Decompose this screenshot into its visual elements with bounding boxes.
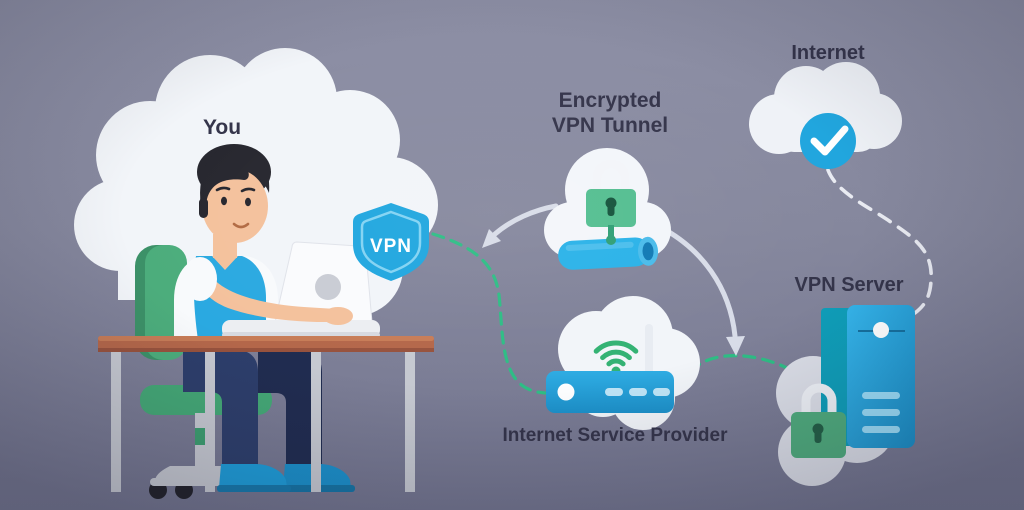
vpn-server-icon bbox=[821, 305, 915, 448]
padlock-stem-dot bbox=[606, 235, 616, 245]
server-vent-1 bbox=[862, 392, 900, 399]
face-shape bbox=[202, 169, 268, 243]
check-badge-circle bbox=[800, 113, 856, 169]
router-dash-2 bbox=[629, 388, 647, 396]
desk-leg-4 bbox=[405, 350, 415, 492]
internet-label: Internet bbox=[791, 42, 865, 64]
desk-leg-1 bbox=[111, 350, 121, 492]
shield-inner-outline bbox=[360, 210, 422, 274]
server-power-led bbox=[873, 322, 889, 338]
isp-group: Internet Service Provider bbox=[503, 296, 729, 446]
laptop-logo bbox=[315, 274, 341, 300]
router-dash-3 bbox=[653, 388, 670, 396]
you-illustration: You bbox=[74, 48, 438, 499]
hair-fringe-shape bbox=[200, 146, 270, 212]
wifi-arc-outer bbox=[593, 340, 639, 354]
desk-leg-2 bbox=[205, 350, 215, 492]
connector-isp-to-server bbox=[674, 354, 789, 385]
eye-right bbox=[245, 197, 251, 207]
padlock-stem bbox=[608, 225, 614, 238]
eyebrow-right bbox=[240, 187, 256, 193]
wifi-arc-inner bbox=[606, 358, 626, 367]
check-badge-icon bbox=[800, 113, 856, 169]
desk-leg-3 bbox=[311, 350, 321, 492]
pipe-highlight bbox=[565, 241, 634, 251]
isp-router-icon bbox=[546, 371, 674, 413]
vpn-badge-label: VPN bbox=[370, 236, 412, 257]
sideburn-shape bbox=[199, 198, 208, 218]
encrypted-tunnel-group: Encrypted VPN Tunnel bbox=[544, 89, 671, 270]
pipe-body bbox=[558, 237, 651, 270]
tunnel-pipe-icon bbox=[558, 236, 659, 270]
internet-group: Internet bbox=[749, 42, 902, 169]
desk bbox=[98, 336, 434, 492]
person-legs bbox=[183, 350, 355, 492]
desk-top-highlight bbox=[98, 336, 434, 341]
collar-shape bbox=[212, 256, 238, 270]
tunnel-label-line2: VPN Tunnel bbox=[552, 114, 668, 137]
connector-internet-to-server bbox=[826, 168, 933, 315]
arrow-tunnel-to-server-head bbox=[726, 336, 745, 356]
isp-label: Internet Service Provider bbox=[503, 425, 729, 446]
server-vent-3 bbox=[862, 426, 900, 433]
eye-left bbox=[221, 196, 227, 206]
arrow-tunnel-to-you bbox=[482, 203, 559, 248]
router-antenna bbox=[645, 324, 653, 376]
check-icon bbox=[810, 125, 849, 156]
server-padlock-shackle bbox=[801, 383, 837, 414]
leg-front bbox=[183, 350, 258, 470]
leg-back bbox=[258, 350, 322, 470]
padlock-keyhole-slot bbox=[607, 204, 615, 216]
tunnel-label-line1: Encrypted bbox=[559, 89, 662, 112]
router-led bbox=[557, 383, 575, 401]
hand-shape bbox=[323, 307, 353, 325]
server-padlock-icon bbox=[791, 383, 846, 458]
vpn-server-label: VPN Server bbox=[795, 274, 904, 296]
shoe-front-sole bbox=[217, 485, 291, 492]
eyebrow-left bbox=[215, 186, 231, 192]
smile-shape bbox=[232, 222, 250, 229]
forearm-shape bbox=[196, 266, 342, 322]
connector-you-to-isp bbox=[431, 232, 547, 395]
server-group: VPN Server bbox=[776, 274, 915, 486]
person-arm bbox=[183, 257, 353, 325]
sleeve-shape bbox=[183, 257, 217, 301]
server-vent-2 bbox=[862, 409, 900, 416]
you-label: You bbox=[203, 116, 241, 139]
arrow-tunnel-to-you-line bbox=[492, 203, 559, 237]
arrow-tunnel-to-you-head bbox=[482, 229, 501, 248]
router-dash-1 bbox=[605, 388, 623, 396]
shoe-front bbox=[219, 464, 287, 488]
pipe-endcap-hole bbox=[642, 242, 654, 261]
chair-base-bar bbox=[150, 478, 240, 486]
server-padlock-keyhole-slot bbox=[814, 430, 822, 443]
padlock-shackle bbox=[592, 159, 630, 191]
arrow-tunnel-to-server bbox=[655, 223, 745, 356]
arrow-tunnel-to-server-line bbox=[655, 223, 738, 339]
vpn-shield-badge: VPN bbox=[353, 203, 429, 281]
wifi-arc-middle bbox=[600, 349, 632, 361]
tunnel-padlock-icon bbox=[586, 159, 636, 227]
desk-top-shadow bbox=[98, 348, 434, 352]
